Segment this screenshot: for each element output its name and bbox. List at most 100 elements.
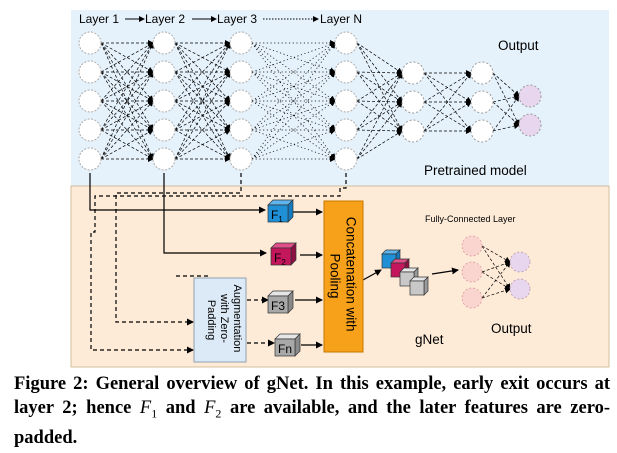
hidden-1-node xyxy=(401,61,425,85)
layer-n-node xyxy=(334,118,358,142)
connection-line xyxy=(100,42,154,131)
figure-caption: Figure 2: General overview of gNet. In t… xyxy=(14,372,610,450)
caption-f1-sub: 1 xyxy=(151,406,158,421)
layer-n-label: Layer N xyxy=(320,12,362,26)
fc-node xyxy=(461,261,483,283)
connection-line xyxy=(492,72,520,97)
layer-2-node xyxy=(152,147,176,171)
connection-line xyxy=(423,72,472,103)
concatenation-box xyxy=(323,200,364,353)
connection-line xyxy=(100,100,154,160)
feature-connectors xyxy=(89,173,459,354)
gnet-output-node xyxy=(509,278,531,300)
connection-line xyxy=(174,100,231,160)
feature-block-2: F2 xyxy=(270,242,297,267)
hidden-1-node xyxy=(401,119,425,143)
layer-1-label: Layer 1 xyxy=(79,12,119,26)
layer-2-node xyxy=(152,31,176,55)
connection-line xyxy=(174,42,231,102)
connection-line xyxy=(174,100,231,160)
output-bottom-label: Output xyxy=(491,321,532,336)
connection-line xyxy=(492,123,520,132)
layer-1-node xyxy=(78,31,102,55)
hidden-2-node xyxy=(470,61,494,85)
connection-line xyxy=(174,71,231,131)
connection-line xyxy=(174,42,231,73)
output-top-node xyxy=(518,113,542,137)
connection-line xyxy=(174,129,231,160)
gnet-overview-diagram: Layer 1 Layer 2 Layer 3 Layer N Output P… xyxy=(70,10,610,368)
connection-line xyxy=(174,42,231,131)
feature-block-label: Fn xyxy=(278,342,292,356)
layer-3-node xyxy=(229,147,253,171)
connection-line xyxy=(251,42,336,160)
layer-1-node xyxy=(78,147,102,171)
caption-tail: are available, and the later features ar… xyxy=(14,398,611,448)
layer-1-node xyxy=(78,118,102,142)
connection-line xyxy=(100,71,154,160)
connection-line xyxy=(492,95,520,132)
caption-and: and xyxy=(157,398,205,418)
layer-2-node xyxy=(152,118,176,142)
connection-line xyxy=(356,101,403,160)
layer-1-node xyxy=(78,89,102,113)
connection-line xyxy=(100,42,154,102)
layer-n-node xyxy=(334,147,358,171)
connection-line xyxy=(356,72,403,102)
layer-n-node xyxy=(334,89,358,113)
fc-node xyxy=(461,287,483,309)
output-top-node xyxy=(518,84,542,108)
fc-connection-line xyxy=(481,261,511,299)
connection-line xyxy=(356,130,403,160)
connection-line xyxy=(356,69,403,76)
layer-n-node xyxy=(334,60,358,84)
gnet-label: gNet xyxy=(415,332,444,347)
connection-line xyxy=(251,42,336,131)
layer-1-node xyxy=(78,60,102,84)
connection-line xyxy=(174,42,231,160)
layer-3-node xyxy=(229,118,253,142)
augmentation-box xyxy=(193,277,247,363)
network-nodes xyxy=(78,31,542,309)
layer-n-node xyxy=(334,31,358,55)
concatenation-box-label: Concatenation with Pooling xyxy=(328,217,359,336)
network-connections xyxy=(100,40,520,299)
fc-connection-line xyxy=(481,245,511,263)
caption-f1-var: F xyxy=(139,398,152,418)
hidden-1-node xyxy=(401,90,425,114)
feature-block-label: F3 xyxy=(271,299,285,313)
layer-2-node xyxy=(152,89,176,113)
connection-line xyxy=(356,101,403,131)
gnet-feature-stack xyxy=(381,249,429,296)
gnet-output-node xyxy=(509,251,531,273)
connection-line xyxy=(100,42,154,160)
connection-line xyxy=(356,72,403,131)
layer-3-node xyxy=(229,31,253,55)
connection-line xyxy=(356,42,403,74)
connection-line xyxy=(100,71,154,131)
caption-f2-var: F xyxy=(204,398,216,418)
connection-line xyxy=(174,71,231,160)
fc-connection-line xyxy=(481,245,511,290)
connection-line xyxy=(251,71,336,160)
feature-block-3: F3 xyxy=(267,290,294,314)
caption-lead: Figure 2: General overview of gNet. In t… xyxy=(14,374,610,418)
pretrained-model-label: Pretrained model xyxy=(424,163,527,178)
output-top-label: Output xyxy=(498,38,539,53)
feature-block-4: Fn xyxy=(274,333,301,357)
connection-line xyxy=(174,42,231,102)
connection-line xyxy=(423,101,472,132)
connection-line xyxy=(100,71,154,131)
feature-block-1: F1 xyxy=(267,199,294,224)
layer-3-node xyxy=(229,60,253,84)
connection-line xyxy=(100,42,154,160)
connection-line xyxy=(100,42,154,102)
hidden-2-node xyxy=(470,119,494,143)
connection-line xyxy=(100,100,154,160)
layer-2-label: Layer 2 xyxy=(145,12,185,26)
connection-line xyxy=(356,42,403,132)
layer-3-label: Layer 3 xyxy=(217,12,257,26)
hidden-2-node xyxy=(470,90,494,114)
fc-layer-label: Fully-Connected Layer xyxy=(425,214,516,224)
